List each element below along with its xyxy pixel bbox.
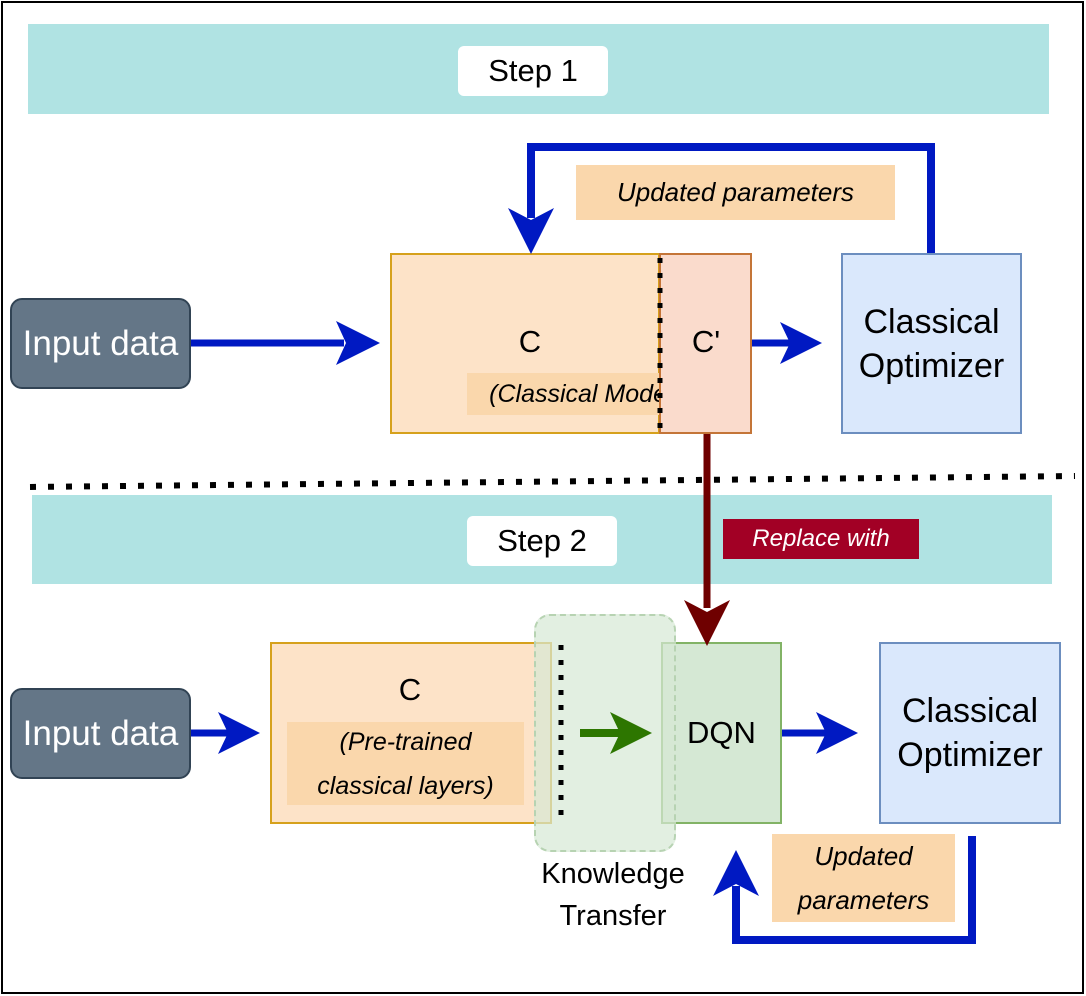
step1-optimizer-arrow — [752, 322, 822, 364]
step2-input-data: Input data — [10, 688, 191, 779]
step1-head-letter: C' — [691, 324, 721, 359]
step2-updated-parameters: Updated parameters — [772, 834, 955, 922]
step2-feedback-arrow — [713, 836, 976, 944]
knowledge-transfer-line2: Transfer — [559, 900, 667, 932]
step1-model-letter: C — [518, 324, 542, 359]
step1-classical-optimizer: Classical Optimizer — [841, 253, 1022, 434]
step-separator — [29, 473, 1076, 490]
knowledge-transfer-label: Knowledge Transfer — [518, 853, 708, 937]
step2-optimizer-arrow — [782, 712, 858, 754]
step1-feedback-arrow — [508, 143, 935, 254]
knowledge-transfer-line1: Knowledge — [541, 858, 685, 890]
step2-caption-line2: classical layers) — [317, 771, 494, 800]
step2-params-line1: Updated — [814, 841, 913, 871]
knowledge-transfer-arrow — [580, 712, 652, 754]
step2-model-letter: C — [398, 672, 422, 707]
replace-with-label: Replace with — [723, 519, 919, 559]
step2-input-arrow — [191, 712, 260, 754]
step1-input-data: Input data — [10, 298, 191, 389]
step2-label: Step 2 — [467, 516, 617, 566]
step1-head-box — [659, 253, 752, 434]
step1-label: Step 1 — [458, 46, 608, 96]
step2-model-caption: (Pre-trained classical layers) — [287, 722, 524, 805]
step1-optimizer-line1: Classical — [863, 302, 1000, 341]
step1-optimizer-line2: Optimizer — [858, 346, 1005, 385]
step1-input-arrow — [191, 321, 380, 365]
step2-caption-line1: (Pre-trained — [339, 727, 472, 756]
replace-with-arrow — [684, 434, 730, 646]
step2-optimizer-line2: Optimizer — [897, 736, 1043, 774]
step2-optimizer-line1: Classical — [901, 692, 1039, 730]
step2-params-line2: parameters — [797, 885, 930, 915]
step2-classical-optimizer: Classical Optimizer — [879, 642, 1061, 824]
step1-updated-parameters: Updated parameters — [576, 165, 895, 220]
